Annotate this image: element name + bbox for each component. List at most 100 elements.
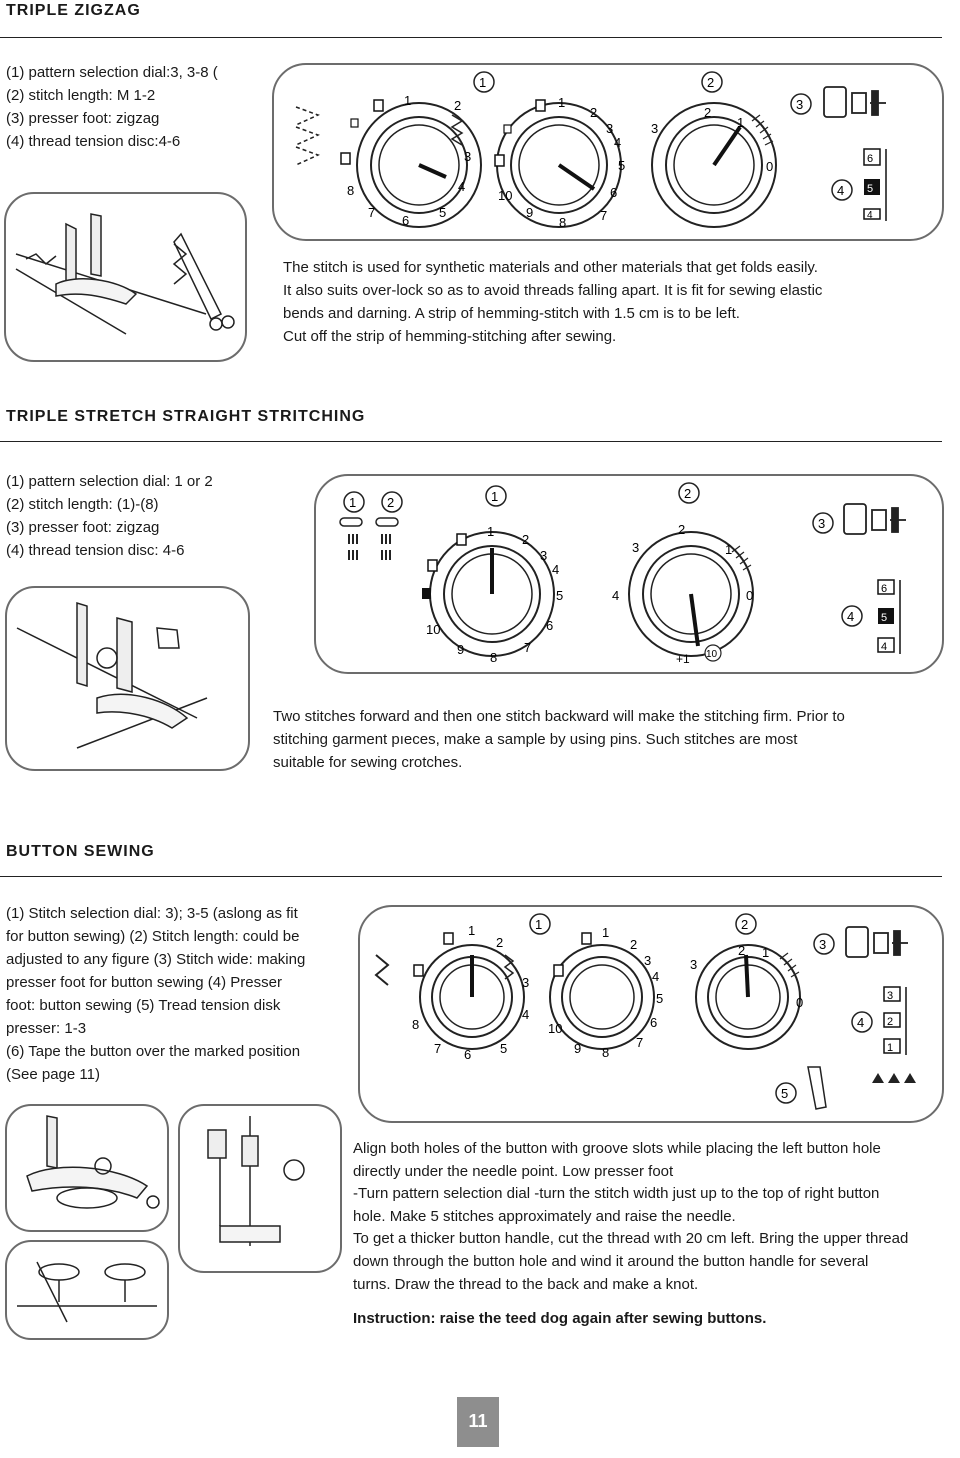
callout-4 <box>841 605 863 627</box>
callout-label: 4 <box>857 1015 864 1030</box>
dial-number: 1 <box>404 93 411 108</box>
tension-number: 6 <box>881 583 887 595</box>
dial-number: 7 <box>434 1041 441 1056</box>
callout-label: 1 <box>535 917 542 932</box>
dial-number: 10 <box>548 1021 562 1036</box>
dial-number: 4 <box>552 562 559 577</box>
callout-3 <box>790 93 812 115</box>
dial-number: 2 <box>738 943 745 958</box>
description-line: To get a thicker button handle, cut the … <box>353 1230 909 1247</box>
tension-number: 5 <box>881 612 887 624</box>
dial-number: 1 <box>468 923 475 938</box>
setting-line: (1) Stitch selection dial: 3); 3-5 (aslo… <box>6 905 298 922</box>
tension-number: 3 <box>887 990 893 1002</box>
stitch-length-dial: 2 3 1 0 <box>651 102 777 228</box>
setting-line: (1) pattern selection dial: 1 or 2 <box>6 473 213 490</box>
page-number: 11 <box>457 1397 499 1447</box>
dial-number: 10 <box>706 649 718 660</box>
dial-number: 1 <box>725 542 732 557</box>
description-line: directly under the needle point. Low pre… <box>353 1163 674 1180</box>
thread-tension-scale: 6 5 4 <box>863 148 887 221</box>
dial-number: 6 <box>464 1047 471 1062</box>
dial-number: 2 <box>678 522 685 537</box>
dial-settings-panel: 1 2 3 4 5 6 7 8 1 2 3 4 5 6 7 8 9 10 <box>358 905 944 1123</box>
callout-label: 3 <box>796 97 803 112</box>
dial-number: 2 <box>454 98 461 113</box>
dial-settings-diagram: 1 2 3 4 5 6 7 8 1 2 3 4 5 6 7 8 9 10 <box>374 913 916 1110</box>
description-line: bends and darning. A strip of hemming-st… <box>283 305 740 322</box>
callout-4 <box>851 1011 873 1033</box>
setting-line: (6) Tape the button over the marked posi… <box>6 1043 301 1060</box>
callout-label: 2 <box>387 495 394 510</box>
callout-1 <box>485 485 507 507</box>
dial-number: 3 <box>644 953 651 968</box>
dial-number: 1 <box>487 524 494 539</box>
dial-number: 2 <box>704 105 711 120</box>
dial-number: 6 <box>402 213 409 228</box>
zigzag-presser-foot-icon <box>843 503 906 535</box>
description-line: It also suits over-lock so as to avoid t… <box>283 282 823 299</box>
callout-3 <box>812 512 834 534</box>
dial-number: 3 <box>632 540 639 555</box>
section-title-triple-stretch: TRIPLE STRETCH STRAIGHT STRITCHING <box>6 408 366 425</box>
thread-tension-scale: 6 5 4 <box>877 579 901 654</box>
description-line: The stitch is used for synthetic materia… <box>283 259 818 276</box>
setting-line: (3) presser foot: zigzag <box>6 519 160 536</box>
description-line: Two stitches forward and then one stitch… <box>273 708 845 725</box>
pattern-dial-2: 1 2 3 4 5 6 7 8 9 10 <box>548 925 663 1060</box>
button-shank-image <box>17 1261 157 1323</box>
description-line: Align both holes of the button with groo… <box>353 1140 881 1157</box>
straight-stitch-pattern-icon <box>339 517 399 560</box>
dial-number: 6 <box>650 1015 657 1030</box>
callout-label: 2 <box>707 75 714 90</box>
dial-number: 2 <box>522 532 529 547</box>
dial-number: 5 <box>439 205 446 220</box>
callout-2 <box>678 482 700 504</box>
dial-number: 4 <box>614 135 621 150</box>
callout-4 <box>831 179 853 201</box>
pattern-dial-1: 1 2 3 4 5 6 7 8 <box>412 923 529 1062</box>
callout-label: 1 <box>479 75 486 90</box>
dial-number: 2 <box>590 105 597 120</box>
description-line: hole. Make 5 stitches approximately and … <box>353 1208 736 1225</box>
dial-number: 8 <box>559 215 566 230</box>
dial-number: 2 <box>496 935 503 950</box>
dial-number: 9 <box>574 1041 581 1056</box>
setting-line: presser foot for button sewing (4) Press… <box>6 974 282 991</box>
tension-number: 1 <box>887 1042 893 1054</box>
setting-line: (3) presser foot: zigzag <box>6 110 160 127</box>
setting-line: (4) thread tension disc:4-6 <box>6 133 181 150</box>
button-presser-foot-icon <box>845 926 908 958</box>
dial-settings-panel: 1 2 3 4 5 6 7 8 1 2 3 4 5 6 7 8 9 <box>272 63 944 241</box>
dial-number: 0 <box>796 995 803 1010</box>
dial-number: 1 <box>737 115 744 130</box>
callout-label: 4 <box>847 609 854 624</box>
button-sewing-illustration-1 <box>5 1104 169 1232</box>
dial-number: 8 <box>490 650 497 665</box>
callout-label: 1 <box>349 495 356 510</box>
feed-dog-lever-icon <box>807 1066 916 1110</box>
dial-number: 8 <box>602 1045 609 1060</box>
tension-number: 6 <box>867 153 873 165</box>
setting-line: (4) thread tension disc: 4-6 <box>6 542 185 559</box>
thread-tension-scale: 3 2 1 <box>883 986 907 1055</box>
callout-1 <box>343 491 365 513</box>
dial-number: 10 <box>498 188 512 203</box>
setting-line: (1) pattern selection dial:3, 3-8 ( <box>6 64 218 81</box>
dial-number: 3 <box>690 957 697 972</box>
button-sewing-illustration-2 <box>178 1104 342 1273</box>
dial-number: 7 <box>524 640 531 655</box>
description-line: stitching garment pıeces, make a sample … <box>273 731 798 748</box>
dial-number: 7 <box>600 208 607 223</box>
setting-line: (See page 11) <box>6 1066 100 1083</box>
dial-number: 9 <box>457 642 464 657</box>
callout-2 <box>701 71 723 93</box>
callout-1 <box>529 913 551 935</box>
dial-number: 1 <box>558 95 565 110</box>
dial-number: 3 <box>606 121 613 136</box>
callout-3 <box>813 933 835 955</box>
dial-number: 9 <box>526 205 533 220</box>
setting-line: foot: button sewing (5) Tread tension di… <box>6 997 281 1014</box>
tension-number: 2 <box>887 1016 893 1028</box>
pattern-dial-2: 1 2 3 4 5 6 7 8 9 10 <box>494 95 625 230</box>
